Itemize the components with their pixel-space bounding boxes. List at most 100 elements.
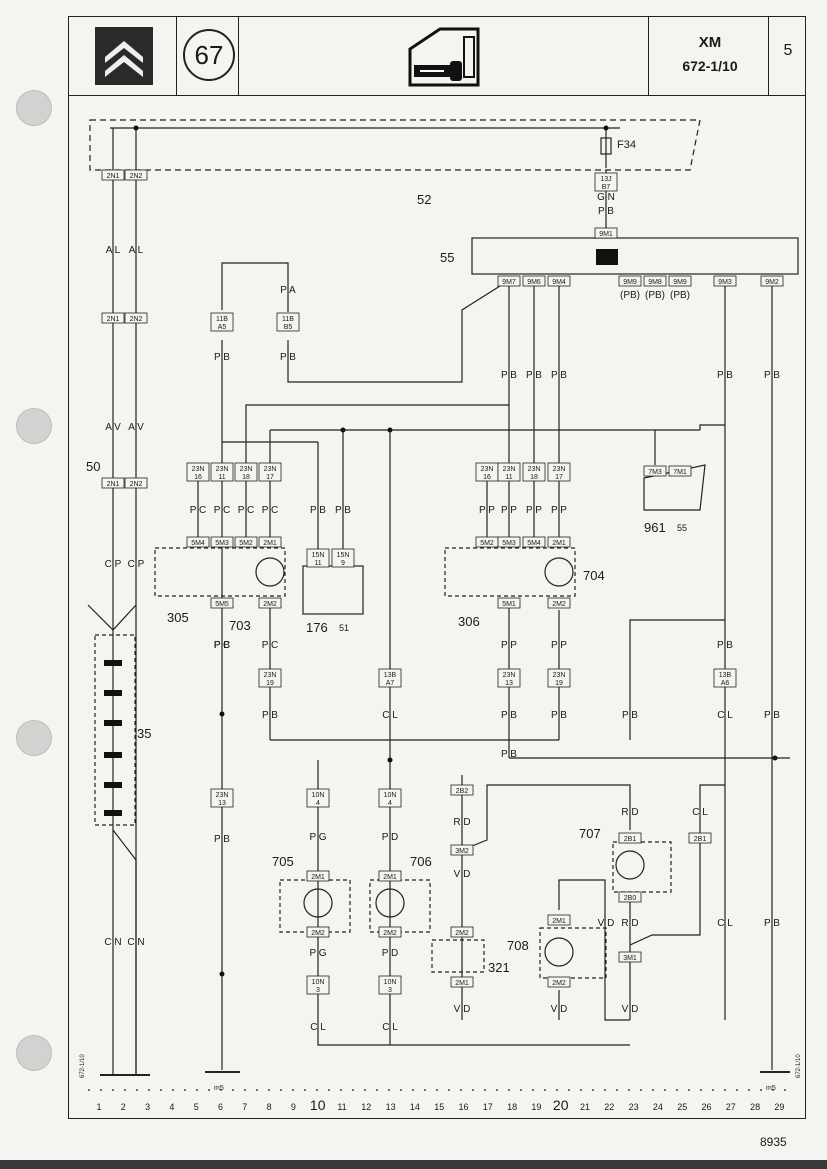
fuse-box-outline (89, 119, 701, 171)
wire-label: P D (382, 948, 399, 959)
grid-number: 27 (726, 1102, 736, 1112)
connector-tag: 2N1 (101, 169, 125, 181)
component-55-box (471, 237, 799, 275)
wire-label: P B (214, 834, 230, 845)
svg-text:2M1: 2M1 (383, 874, 397, 881)
grid-number: 5 (194, 1102, 199, 1112)
diagram-frame (68, 16, 806, 1119)
svg-text:23N: 23N (264, 466, 277, 473)
component-label: 176 (306, 620, 328, 635)
svg-text:10N: 10N (312, 979, 325, 986)
svg-text:11B: 11B (282, 316, 294, 323)
svg-text:23N: 23N (264, 672, 277, 679)
svg-text:23N: 23N (553, 672, 566, 679)
connector-tag: 7M1 (668, 465, 692, 477)
svg-text:2M1: 2M1 (552, 918, 566, 925)
component-label: 706 (410, 854, 432, 869)
wire-label: V D (598, 918, 615, 929)
wire-label: A V (105, 422, 121, 433)
component-label: 52 (417, 192, 431, 207)
svg-text:23N: 23N (503, 466, 516, 473)
wire-label: P D (382, 832, 399, 843)
grid-number: 29 (774, 1102, 784, 1112)
svg-text:23N: 23N (553, 466, 566, 473)
svg-text:10N: 10N (384, 792, 397, 799)
wire-label: P C (262, 505, 279, 516)
svg-text:2M2: 2M2 (552, 980, 566, 987)
punch-hole (16, 720, 52, 756)
wire-label: C L (692, 807, 708, 818)
grid-number: 1 (96, 1102, 101, 1112)
svg-text:19: 19 (555, 680, 563, 687)
connector-tag: 2B1 (618, 832, 642, 844)
svg-text:3: 3 (316, 987, 320, 994)
svg-text:9M7: 9M7 (502, 279, 516, 286)
connector-tag: 9M9 (618, 275, 642, 287)
wire-label: P A (280, 285, 296, 296)
svg-text:18: 18 (242, 474, 250, 481)
svg-text:15N: 15N (312, 552, 325, 559)
grid-number: 25 (677, 1102, 687, 1112)
svg-text:2B0: 2B0 (624, 895, 637, 902)
wire-label: P B (764, 370, 780, 381)
grid-number: 10 (310, 1097, 326, 1113)
wire-label: R D (621, 918, 638, 929)
connector-tag: 9M7 (497, 275, 521, 287)
connector-tag: 2N1 (101, 477, 125, 489)
grid-number: 16 (458, 1102, 468, 1112)
grid-number: 23 (629, 1102, 639, 1112)
svg-text:7M1: 7M1 (673, 469, 687, 476)
connector-tag: 2N2 (124, 312, 148, 324)
svg-text:2M1: 2M1 (263, 540, 277, 547)
wire-label: P C (214, 505, 231, 516)
wire-label: P B (551, 370, 567, 381)
grid-number: 22 (604, 1102, 614, 1112)
svg-text:5M4: 5M4 (527, 540, 541, 547)
header-divider (68, 95, 806, 96)
svg-text:23N: 23N (240, 466, 253, 473)
svg-text:18: 18 (530, 474, 538, 481)
svg-text:9M3: 9M3 (718, 279, 732, 286)
svg-text:11: 11 (314, 560, 321, 567)
svg-text:2M2: 2M2 (552, 601, 566, 608)
svg-text:B7: B7 (602, 184, 611, 191)
wire-label: A L (106, 245, 121, 256)
wire-label: P B (717, 640, 733, 651)
component-label: 961 (644, 520, 666, 535)
header-divider (768, 16, 769, 96)
connector-tag: 2M1 (450, 976, 474, 988)
svg-text:5M3: 5M3 (215, 540, 229, 547)
connector-tag: 2M1 (258, 536, 282, 548)
svg-text:7M3: 7M3 (648, 469, 662, 476)
grid-number: 21 (580, 1102, 590, 1112)
svg-text:2N2: 2N2 (130, 173, 143, 180)
wire-label: P B (717, 370, 733, 381)
wire-label: P P (501, 640, 517, 651)
svg-text:5M5: 5M5 (215, 601, 229, 608)
grid-number: 15 (434, 1102, 444, 1112)
svg-text:2M2: 2M2 (311, 930, 325, 937)
wire-label: C P (128, 559, 145, 570)
svg-text:2B1: 2B1 (694, 836, 707, 843)
svg-text:9M1: 9M1 (599, 231, 613, 238)
svg-text:9: 9 (341, 560, 345, 567)
svg-text:2M2: 2M2 (383, 930, 397, 937)
component-176-box (302, 565, 364, 615)
svg-text:2B2: 2B2 (456, 788, 469, 795)
wire-label: P B (310, 505, 326, 516)
svg-text:13B: 13B (384, 672, 397, 679)
wire-label: P P (551, 505, 567, 516)
relay-703-box (154, 547, 286, 597)
wire-label: P B (622, 710, 638, 721)
wire-label: A L (129, 245, 144, 256)
wire-label: P C (214, 640, 231, 651)
svg-text:A7: A7 (386, 680, 395, 687)
svg-text:2N2: 2N2 (130, 481, 143, 488)
